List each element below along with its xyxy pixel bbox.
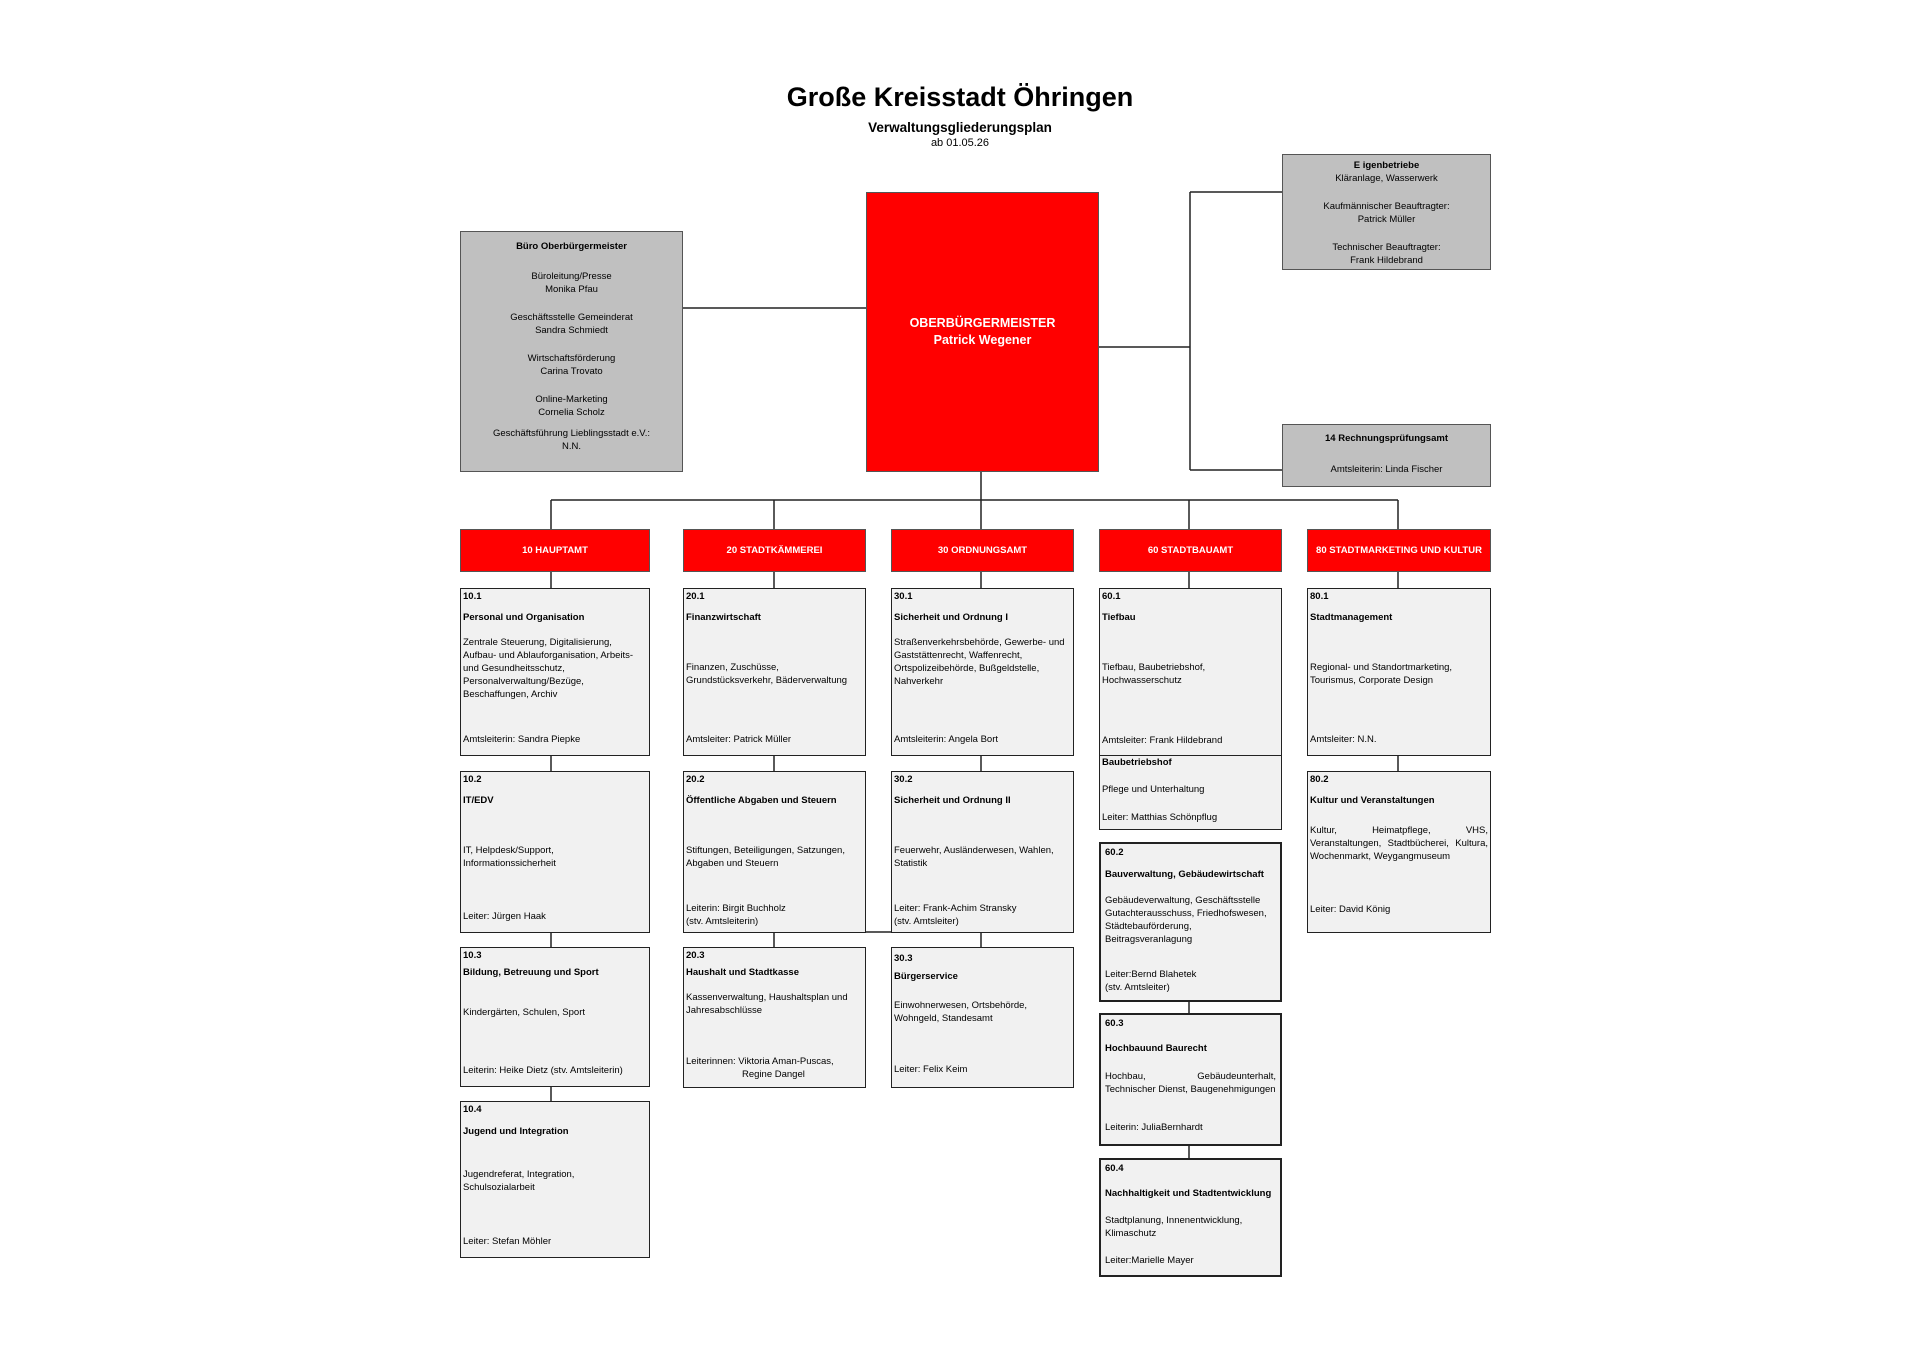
unit-60-2: 60.2 Bauverwaltung, Gebäudewirtschaft Ge…: [1099, 842, 1282, 1002]
eigenbetriebe-line: Technischer Beauftragter:: [1332, 242, 1441, 253]
buero-title: Büro Oberbürgermeister: [516, 241, 627, 252]
unit-10-3: 10.3 Bildung, Betreuung und Sport Kinder…: [460, 947, 650, 1087]
eigenbetriebe-title: E igenbetriebe: [1353, 160, 1420, 171]
unit-30-2: 30.2 Sicherheit und Ordnung II Feuerwehr…: [891, 771, 1074, 933]
buero-line: Wirtschaftsförderung: [527, 353, 616, 364]
page-title: Große Kreisstadt Öhringen: [786, 82, 1134, 112]
buero-line: N.N.: [562, 441, 581, 452]
buero-line: Carina Trovato: [540, 366, 603, 377]
unit-20-2: 20.2 Öffentliche Abgaben und Steuern Sti…: [683, 771, 866, 933]
eigenbetriebe-line: Kläranlage, Wasserwerk: [1335, 173, 1438, 184]
buero-oberbuergermeister-box: Büro Oberbürgermeister Büroleitung/Press…: [460, 231, 683, 472]
oberbuergermeister-box: OBERBÜRGERMEISTER Patrick Wegener: [866, 192, 1099, 472]
unit-60-3: 60.3 Hochbauund Baurecht Hochbau, Gebäud…: [1099, 1013, 1282, 1146]
buero-line: Monika Pfau: [545, 284, 598, 295]
buero-line: Büroleitung/Presse: [531, 271, 612, 282]
buero-line: Online-Marketing: [535, 394, 608, 405]
dept-ordnungsamt: 30 ORDNUNGSAMT: [891, 529, 1074, 572]
mayor-role: OBERBÜRGERMEISTER: [909, 316, 1056, 330]
buero-line: Geschäftsführung Lieblingsstadt e.V.:: [492, 428, 651, 439]
rpa-lead: Amtsleiterin: Linda Fischer: [1330, 464, 1443, 475]
rpa-title: 14 Rechnungsprüfungsamt: [1325, 433, 1448, 444]
eigenbetriebe-line: Kaufmännischer Beauftragter:: [1323, 201, 1450, 212]
unit-10-2: 10.2 IT/EDV IT, Helpdesk/Support, Inform…: [460, 771, 650, 933]
unit-80-1: 80.1 Stadtmanagement Regional- und Stand…: [1307, 588, 1491, 756]
eigenbetriebe-line: Frank Hildebrand: [1350, 255, 1423, 266]
rechnungspruefungsamt-box: 14 Rechnungsprüfungsamt Amtsleiterin: Li…: [1282, 424, 1491, 487]
unit-20-3: 20.3 Haushalt und Stadtkasse Kassenverwa…: [683, 947, 866, 1088]
eigenbetriebe-box: E igenbetriebe Kläranlage, Wasserwerk Ka…: [1282, 154, 1491, 270]
eigenbetriebe-line: Patrick Müller: [1357, 214, 1416, 225]
unit-80-2: 80.2 Kultur und Veranstaltungen Kultur, …: [1307, 771, 1491, 933]
baubetriebshof-box: Baubetriebshof Pflege und Unterhaltung L…: [1099, 755, 1282, 830]
unit-30-3: 30.3 Bürgerservice Einwohnerwesen, Ortsb…: [891, 947, 1074, 1088]
dept-stadtbauamt: 60 STADTBAUAMT: [1099, 529, 1282, 572]
buero-line: Geschäftsstelle Gemeinderat: [510, 312, 633, 323]
dept-hauptamt: 10 HAUPTAMT: [460, 529, 650, 572]
dept-stadtkaemmerei: 20 STADTKÄMMEREI: [683, 529, 866, 572]
buero-line: Sandra Schmiedt: [535, 325, 608, 336]
dept-stadtmarketing-kultur: 80 STADTMARKETING UND KULTUR: [1307, 529, 1491, 572]
page-date: ab 01.05.26: [930, 137, 990, 149]
mayor-name: Patrick Wegener: [933, 333, 1032, 347]
page-subtitle: Verwaltungsgliederungsplan: [868, 120, 1052, 135]
unit-20-1: 20.1 Finanzwirtschaft Finanzen, Zuschüss…: [683, 588, 866, 756]
unit-60-4: 60.4 Nachhaltigkeit und Stadtentwicklung…: [1099, 1158, 1282, 1277]
buero-line: Cornelia Scholz: [538, 407, 605, 418]
unit-60-1: 60.1 Tiefbau Tiefbau, Baubetriebshof, Ho…: [1099, 588, 1282, 756]
unit-10-4: 10.4 Jugend und Integration Jugendrefera…: [460, 1101, 650, 1258]
unit-30-1: 30.1 Sicherheit und Ordnung I Straßenver…: [891, 588, 1074, 756]
unit-10-1: 10.1 Personal und Organisation Zentrale …: [460, 588, 650, 756]
